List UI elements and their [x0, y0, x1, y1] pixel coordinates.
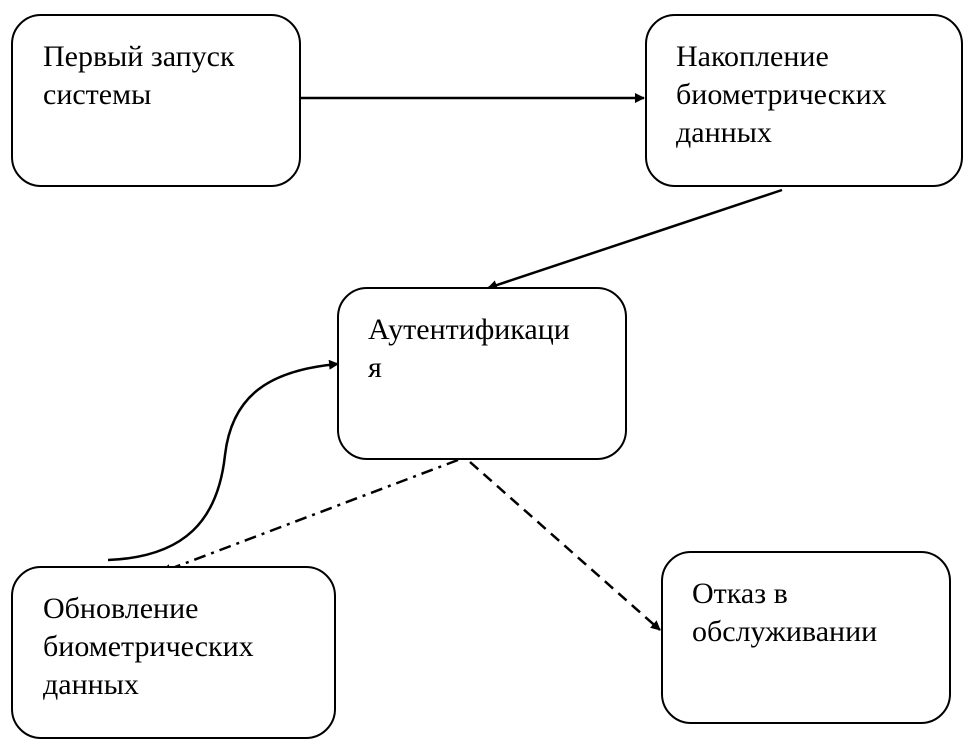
node-accumulation-label: Накопление биометрических данных — [676, 40, 887, 149]
node-first-launch: Первый запуск системы — [11, 14, 301, 187]
node-denial-label: Отказ в обслуживании — [692, 577, 878, 648]
arrow-authentication-to-update — [161, 458, 459, 574]
node-authentication-label: Аутентификаци я — [368, 313, 570, 384]
node-denial: Отказ в обслуживании — [661, 551, 951, 724]
node-update: Обновление биометрических данных — [11, 566, 336, 739]
arrow-accumulation-to-authentication — [487, 188, 783, 290]
arrow-authentication-to-denial — [469, 461, 661, 631]
arrow-update-to-authentication — [107, 359, 339, 562]
node-accumulation: Накопление биометрических данных — [645, 14, 963, 187]
node-authentication: Аутентификаци я — [337, 287, 627, 460]
node-first-launch-label: Первый запуск системы — [43, 40, 235, 111]
node-update-label: Обновление биометрических данных — [43, 592, 254, 701]
